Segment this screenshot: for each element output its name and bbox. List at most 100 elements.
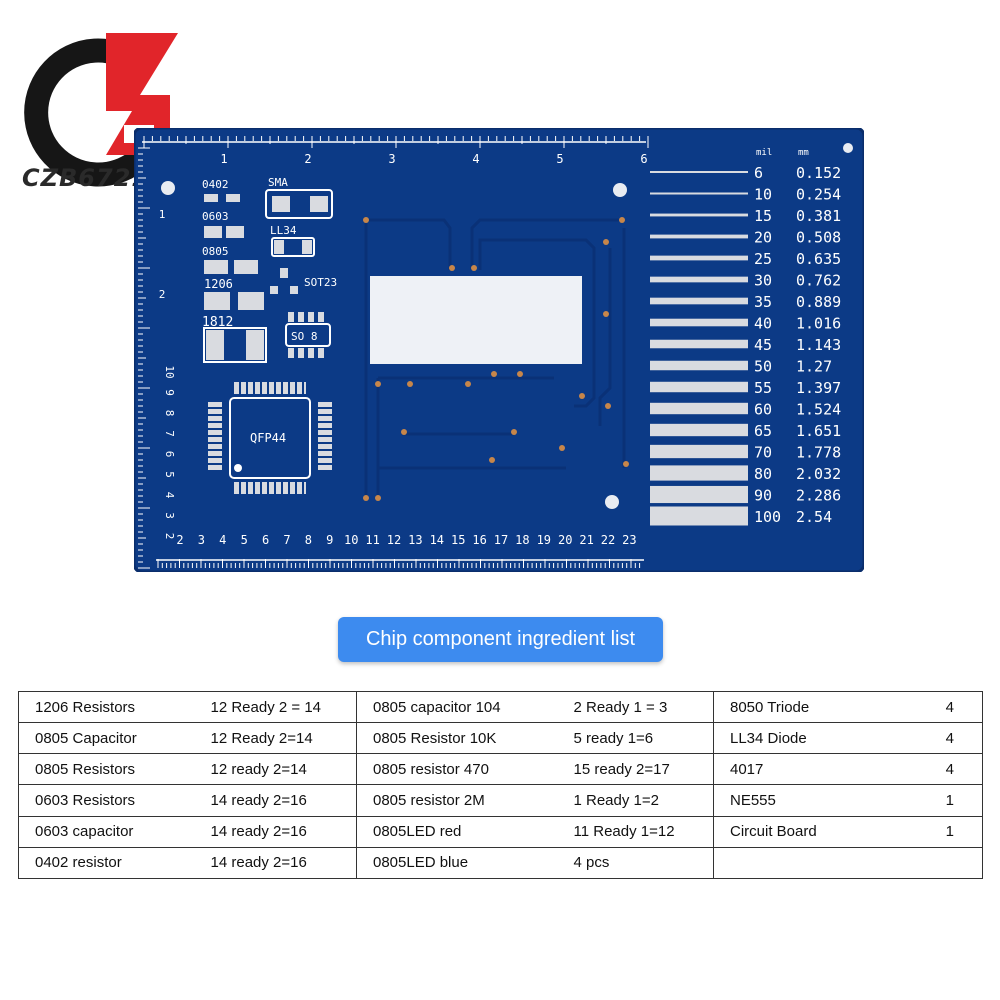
component-outlines <box>203 189 333 479</box>
label-sma: SMA <box>268 176 288 189</box>
bottom-ruler-number: 22 <box>601 533 615 547</box>
left-ruler-bottom-number: 8 <box>163 410 176 417</box>
bottom-ruler-number: 15 <box>451 533 465 547</box>
gauge-mil-value: 80 <box>754 465 772 483</box>
gauge-mil-value: 10 <box>754 186 772 204</box>
left-ruler-bottom-number: 4 <box>163 492 176 499</box>
gauge-bar <box>650 360 748 371</box>
component-name: 1206 Resistors <box>18 690 199 724</box>
bottom-ruler-number: 6 <box>262 533 269 547</box>
bottom-ruler-number: 16 <box>472 533 486 547</box>
left-ruler-bottom-number: 2 <box>163 533 176 540</box>
component-name: 0805LED blue <box>356 846 562 880</box>
component-name: 4017 <box>713 753 920 786</box>
gauge-header-mm: mm <box>798 148 809 158</box>
mount-hole-top-right <box>613 183 627 197</box>
gauge-mil-value: 30 <box>754 272 772 290</box>
gauge-bar <box>650 234 748 239</box>
component-quantity: 12 Ready 2 = 14 <box>198 690 357 724</box>
pcb-traces <box>364 218 626 498</box>
bottom-ruler-number: 10 <box>344 533 358 547</box>
gauge-mm-value: 0.889 <box>796 293 841 311</box>
bottom-ruler-number: 23 <box>622 533 636 547</box>
label-ll34: LL34 <box>270 224 297 237</box>
gauge-bar <box>650 255 748 261</box>
component-quantity: 1 <box>919 784 983 817</box>
component-name: Circuit Board <box>713 815 920 848</box>
gauge-mm-value: 0.152 <box>796 164 841 182</box>
component-quantity: 4 pcs <box>561 846 714 880</box>
bottom-ruler-number: 11 <box>365 533 379 547</box>
component-name: 0805 Resistors <box>18 753 199 786</box>
gauge-bar <box>650 465 748 481</box>
gauge-mm-value: 2.032 <box>796 465 841 483</box>
label-1812: 1812 <box>202 315 233 330</box>
component-name: 8050 Triode <box>713 690 920 724</box>
component-quantity: 4 <box>919 690 983 724</box>
label-qfp44: QFP44 <box>250 431 286 445</box>
left-ruler-bottom-number: 5 <box>163 471 176 478</box>
gauge-mil-value: 15 <box>754 207 772 225</box>
component-name: 0805 resistor 2M <box>356 784 562 817</box>
top-ruler-number: 3 <box>388 152 395 166</box>
component-quantity: 14 ready 2=16 <box>198 846 357 880</box>
left-ruler-bottom-number: 6 <box>163 451 176 458</box>
component-name: 0805 Resistor 10K <box>356 722 562 755</box>
gauge-bar <box>650 381 748 393</box>
gauge-mil-value: 40 <box>754 315 772 333</box>
gauge-mil-value: 35 <box>754 293 772 311</box>
label-sot23: SOT23 <box>304 276 337 289</box>
component-name: NE555 <box>713 784 920 817</box>
gauge-bar <box>650 423 748 437</box>
label-so8: SO 8 <box>291 330 318 343</box>
gauge-mm-value: 0.508 <box>796 229 841 247</box>
bottom-ruler-number: 12 <box>387 533 401 547</box>
gauge-bar <box>650 213 748 217</box>
gauge-mm-value: 1.778 <box>796 444 841 462</box>
label-0805: 0805 <box>202 245 229 258</box>
gauge-mil-value: 65 <box>754 422 772 440</box>
bottom-ruler-number: 20 <box>558 533 572 547</box>
gauge-mm-value: 1.27 <box>796 358 832 376</box>
gauge-bar <box>650 485 748 504</box>
top-ruler-number: 6 <box>640 152 647 166</box>
gauge-mil-value: 50 <box>754 358 772 376</box>
gauge-bar <box>650 402 748 415</box>
component-quantity: 4 <box>919 722 983 755</box>
lcd-window <box>370 276 582 364</box>
component-name: 0603 Resistors <box>18 784 199 817</box>
label-0402: 0402 <box>202 178 229 191</box>
gauge-mm-value: 2.286 <box>796 487 841 505</box>
component-quantity: 14 ready 2=16 <box>198 784 357 817</box>
gauge-mm-value: 1.397 <box>796 379 841 397</box>
left-ruler-number: 2 <box>159 288 166 301</box>
bottom-ruler-number: 5 <box>241 533 248 547</box>
gauge-mil-value: 70 <box>754 444 772 462</box>
gauge-bar <box>650 318 748 327</box>
bottom-ruler-number: 9 <box>326 533 333 547</box>
bottom-ruler-number: 4 <box>219 533 226 547</box>
gauge-mm-value: 0.762 <box>796 272 841 290</box>
qfp44-pad-gaps <box>208 382 332 494</box>
gauge-mm-value: 0.381 <box>796 207 841 225</box>
bottom-ruler-number: 7 <box>283 533 290 547</box>
component-quantity: 2 Ready 1 = 3 <box>561 690 714 724</box>
gauge-mm-value: 2.54 <box>796 508 832 526</box>
gauge-mil-value: 25 <box>754 250 772 268</box>
gauge-mm-value: 0.254 <box>796 186 841 204</box>
component-quantity: 12 ready 2=14 <box>198 753 357 786</box>
component-quantity: 4 <box>919 753 983 786</box>
gauge-mil-value: 20 <box>754 229 772 247</box>
gauge-mil-value: 90 <box>754 487 772 505</box>
top-ruler-number: 4 <box>472 152 479 166</box>
component-quantity: 12 Ready 2=14 <box>198 722 357 755</box>
mount-hole-top-left <box>161 181 175 195</box>
gauge-bar <box>650 444 748 459</box>
bottom-ruler-number: 8 <box>305 533 312 547</box>
